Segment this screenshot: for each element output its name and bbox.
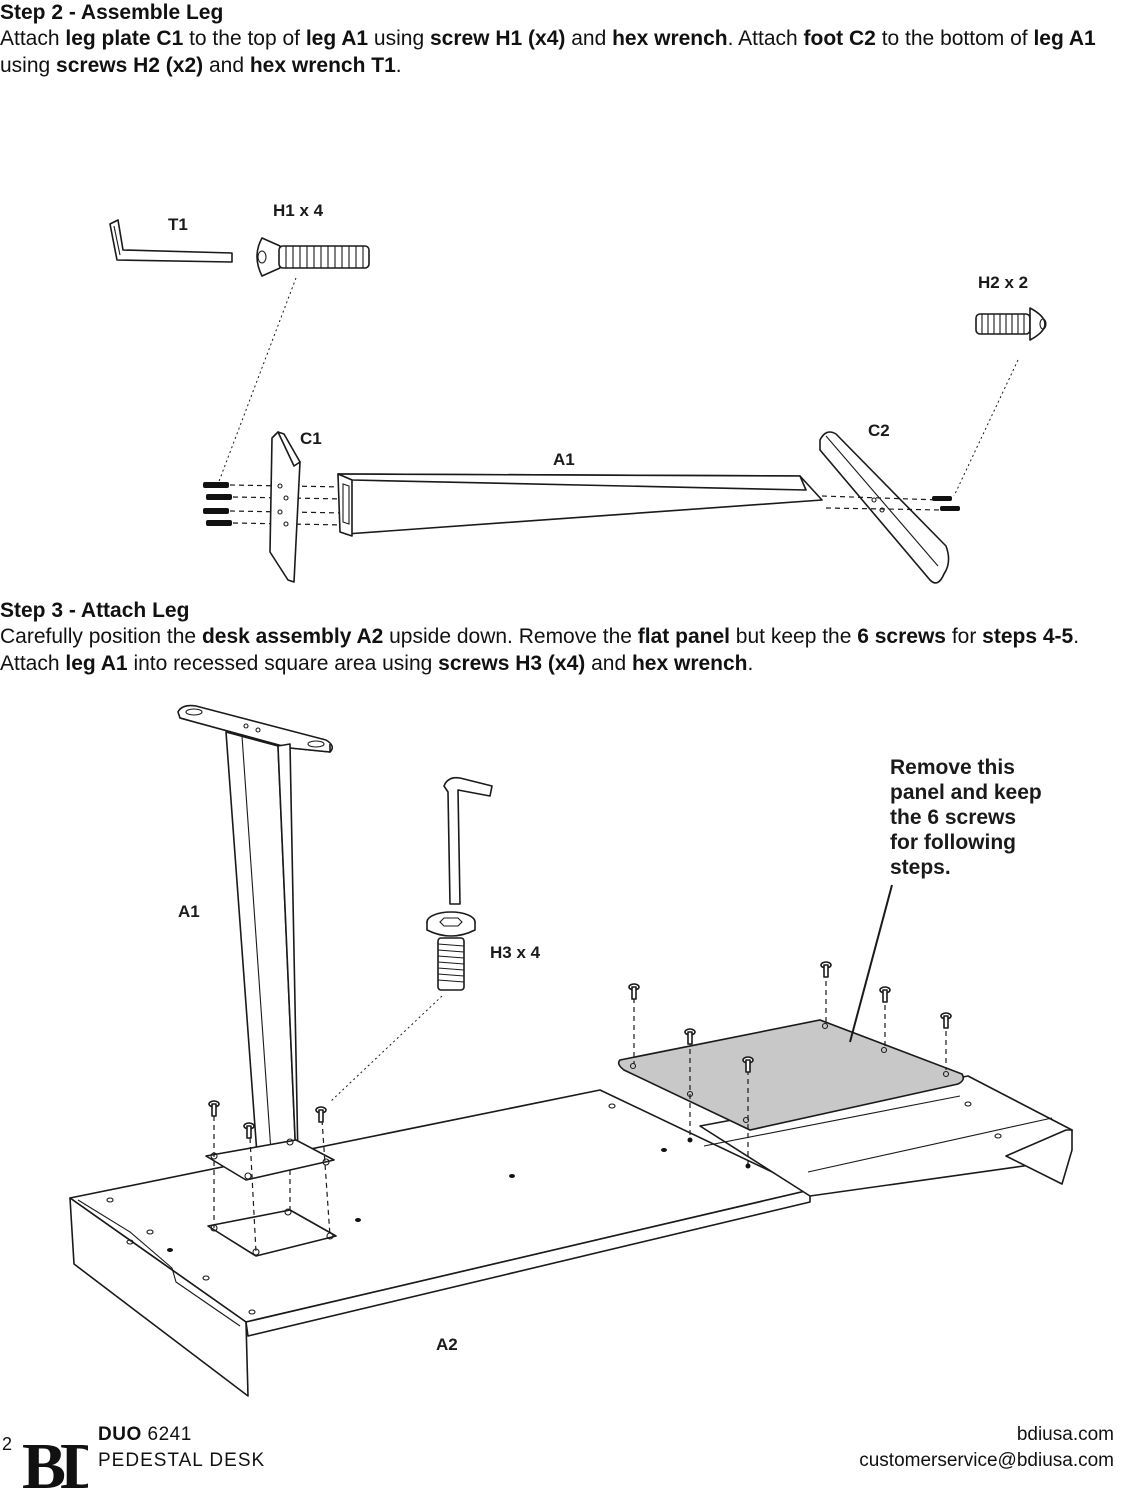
step-3-instructions: Carefully position the desk assembly A2 …: [0, 623, 1122, 677]
step-2-section: Step 2 - Assemble Leg Attach leg plate C…: [0, 0, 1122, 79]
instruction-segment: upside down. Remove the: [383, 625, 638, 648]
page-number: 2: [2, 1434, 13, 1454]
hex-wrench-icon: [443, 776, 493, 905]
instruction-segment: using: [368, 27, 430, 50]
label-c2: C2: [868, 421, 890, 440]
label-a1-step3: A1: [178, 902, 200, 921]
instruction-segment: to the top of: [183, 27, 306, 50]
website-link[interactable]: bdiusa.com: [1016, 1424, 1114, 1445]
label-h1: H1 x 4: [273, 201, 324, 220]
leg-plate-c1: [269, 431, 301, 583]
guide-h3-to-leg: [329, 995, 443, 1103]
step-3-title: Step 3 - Attach Leg: [0, 599, 190, 622]
step-2-diagram: T1 H1 x 4 H2 x 2: [109, 201, 1047, 584]
instruction-segment: flat panel: [637, 625, 730, 648]
product-name: DUO 6241: [98, 1424, 192, 1446]
guide-h2-to-c2: [953, 359, 1019, 497]
instruction-segment: leg A1: [1033, 27, 1096, 50]
instruction-segment: and: [203, 54, 250, 77]
instruction-segment: screw H1 (x4): [429, 27, 566, 50]
leg-screws-icon: [208, 1100, 327, 1139]
leg-a1: [337, 473, 823, 537]
instruction-segment: screws H3 (x4): [438, 652, 586, 675]
note-pointer: [849, 884, 893, 1043]
step-2-title: Step 2 - Assemble Leg: [0, 1, 224, 24]
instruction-segment: foot C2: [803, 27, 876, 50]
screw-h1-icon: [256, 237, 370, 277]
leg-a1-upright: [177, 704, 335, 1181]
label-a1-step2: A1: [553, 450, 575, 469]
bdi-logo: BDI: [22, 1430, 88, 1494]
instruction-segment: leg A1: [65, 652, 128, 675]
product-number: 6241: [147, 1424, 192, 1445]
instruction-segment: leg A1: [305, 27, 369, 50]
instruction-segment: Carefully position the: [0, 625, 202, 648]
product-brand: DUO: [98, 1424, 142, 1445]
email-link[interactable]: customerservice@bdiusa.com: [859, 1450, 1114, 1471]
instruction-segment: for: [945, 625, 983, 648]
screw-h2-icon: [975, 307, 1047, 341]
instruction-segment: 6 screws: [857, 625, 946, 648]
desk-assembly-a2: [69, 1075, 1073, 1397]
instruction-segment: and: [565, 27, 613, 50]
step-3-diagram: A2: [69, 704, 1073, 1397]
hex-wrench-t1-icon: [109, 219, 233, 263]
instruction-segment: .: [395, 54, 402, 77]
instruction-segment: hex wrench: [612, 27, 728, 50]
screws-h1-set-icon: [203, 482, 232, 526]
instruction-segment: but keep the: [729, 625, 858, 648]
step-2-instructions: Attach leg plate C1 to the top of leg A1…: [0, 25, 1122, 79]
instruction-segment: into recessed square area using: [127, 652, 439, 675]
remove-panel-note: Remove this panel and keep the 6 screws …: [890, 756, 1048, 879]
instruction-segment: .: [747, 652, 754, 675]
flat-panel: [617, 1019, 965, 1131]
label-t1: T1: [168, 215, 188, 234]
label-h3: H3 x 4: [490, 943, 541, 962]
instruction-segment: desk assembly A2: [201, 625, 384, 648]
instruction-segment: Attach: [0, 27, 66, 50]
screws-h2-set-icon: [932, 496, 960, 511]
instruction-segment: steps 4-5: [982, 625, 1074, 648]
instruction-segment: screws H2 (x2): [56, 54, 204, 77]
instruction-segment: leg plate C1: [65, 27, 184, 50]
step-3-section: Step 3 - Attach Leg Carefully position t…: [0, 598, 1122, 677]
label-c1: C1: [300, 429, 322, 448]
instruction-segment: to the bottom of: [875, 27, 1034, 50]
guide-h1-to-c1: [217, 277, 297, 485]
instruction-segment: . Attach: [0, 625, 1080, 675]
svg-text:BDI: BDI: [22, 1430, 88, 1494]
instruction-segment: . Attach: [727, 27, 804, 50]
instruction-segment: and: [585, 652, 632, 675]
label-h2: H2 x 2: [978, 273, 1028, 292]
panel-screws-icon: [628, 961, 952, 1169]
label-a2: A2: [436, 1335, 458, 1354]
product-type: PEDESTAL DESK: [98, 1450, 266, 1471]
instruction-segment: hex wrench: [631, 652, 748, 675]
foot-c2: [819, 431, 950, 584]
instruction-segment: using: [0, 54, 57, 77]
screw-h3-icon: [426, 911, 476, 991]
instruction-segment: hex wrench T1: [249, 54, 396, 77]
